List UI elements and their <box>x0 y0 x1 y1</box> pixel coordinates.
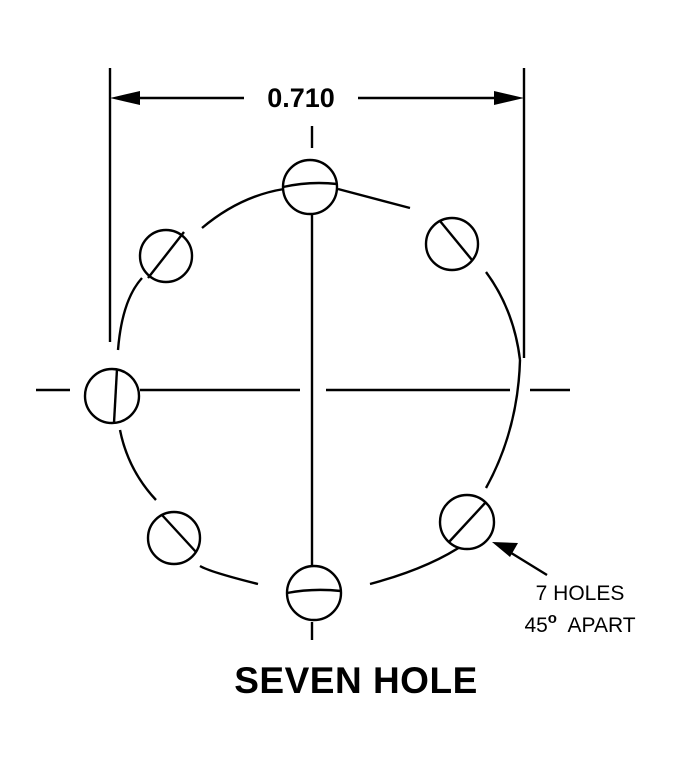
callout-angle-line: 45o APART <box>505 606 655 638</box>
hole-upper-right <box>424 216 480 272</box>
callout-angle-number: 45 <box>524 614 548 637</box>
leader-arrow <box>492 542 548 577</box>
leader-arrowhead <box>492 542 518 557</box>
hole-lower-left <box>146 510 202 566</box>
hole-left <box>83 367 141 425</box>
hole-upper-left <box>138 228 194 284</box>
dimension-value: 0.710 <box>246 82 356 114</box>
hole-bottom <box>285 564 343 622</box>
callout-count-line: 7 HOLES <box>535 582 625 605</box>
degree-symbol: o <box>547 610 557 627</box>
hole-lower-right <box>438 493 496 551</box>
arrowhead-left <box>110 91 140 105</box>
dimension-line <box>110 91 524 105</box>
hole-top <box>281 158 339 216</box>
hole-callout: 7 HOLES 45o APART <box>505 581 655 638</box>
callout-apart-word: APART <box>567 614 636 637</box>
arrowhead-right <box>494 91 524 105</box>
diagram-caption: SEVEN HOLE <box>234 660 478 701</box>
